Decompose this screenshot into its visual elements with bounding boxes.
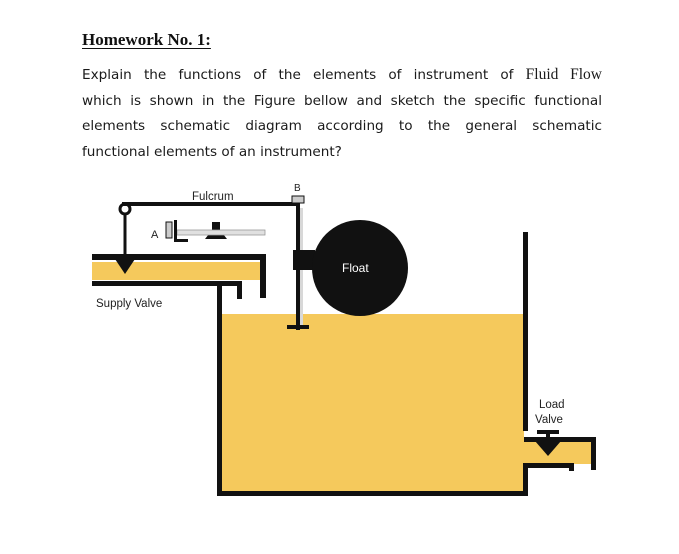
- lever-end-bracket: [174, 220, 177, 242]
- supply-pipe-bottom-wall: [92, 281, 242, 286]
- tank-right-wall-upper: [523, 232, 528, 431]
- supply-pipe-top-wall: [92, 254, 265, 260]
- load-pipe-liquid: [524, 442, 592, 464]
- supply-pipe-end-wall: [260, 254, 266, 298]
- question-line-4: functional elements of an instrument?: [82, 143, 342, 160]
- label-a: A: [151, 229, 159, 241]
- tank-left-wall: [217, 286, 222, 496]
- label-float: Float: [342, 261, 369, 275]
- supply-pipe-bottom-outlet: [237, 281, 242, 299]
- float-rod-foot: [287, 325, 309, 329]
- question-text: Explain the functions of the elements of…: [82, 62, 602, 165]
- lever-arm: [176, 229, 266, 236]
- load-pipe-end-wall: [591, 437, 596, 470]
- load-valve-stem: [546, 432, 550, 444]
- homework-title: Homework No. 1:: [82, 30, 211, 49]
- tank-bottom-wall: [217, 491, 528, 496]
- label-b: B: [294, 183, 301, 194]
- load-pipe-outlet: [569, 463, 574, 471]
- load-pipe-bottom-wall: [524, 463, 574, 468]
- question-line-1: Explain the functions of the elements of…: [82, 66, 602, 83]
- supply-pipe-liquid: [92, 262, 264, 280]
- tank-right-wall-lower: [523, 463, 528, 496]
- label-load-valve-line2: Valve: [535, 414, 563, 426]
- setpoint-b-adjuster: [291, 195, 305, 204]
- label-fulcrum: Fulcrum: [192, 191, 234, 203]
- question-line-2: which is shown in the Figure bellow and …: [82, 92, 602, 109]
- load-valve-icon: [535, 441, 561, 456]
- float-icon: [312, 220, 408, 316]
- supply-valve-icon: [113, 256, 137, 274]
- label-load-valve-line1: Load: [539, 399, 565, 411]
- question-term-fluid-flow: Fluid Flow: [525, 66, 602, 83]
- lever-end-foot: [174, 239, 188, 242]
- float-connector: [293, 250, 315, 270]
- label-supply-valve: Supply Valve: [96, 298, 162, 310]
- load-valve-handle: [537, 430, 559, 434]
- load-pipe-top-wall: [524, 437, 596, 442]
- fulcrum-pin: [212, 222, 220, 230]
- question-line-3: elements schematic diagram according to …: [82, 118, 602, 134]
- setpoint-a-adjuster: [165, 221, 173, 239]
- tank-liquid: [221, 314, 524, 492]
- lever-top-bar: [122, 202, 300, 206]
